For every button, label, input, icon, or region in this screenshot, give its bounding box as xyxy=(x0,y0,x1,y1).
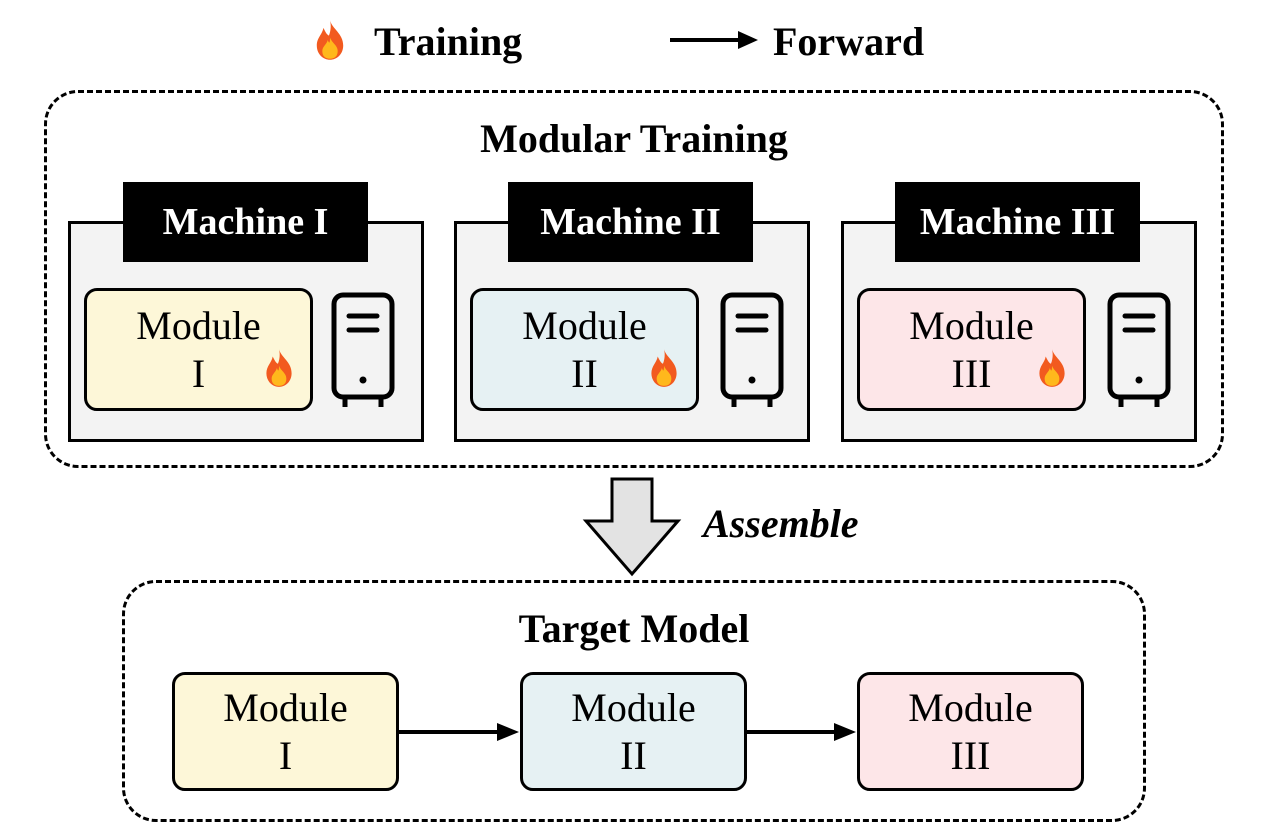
module-label: Module xyxy=(223,684,348,730)
machine-2-label: Machine II xyxy=(508,182,753,262)
target-module-3: Module III xyxy=(857,672,1084,791)
target-model-group: Target Model xyxy=(122,580,1146,822)
machine-3-label: Machine III xyxy=(895,182,1140,262)
machine-3-module: Module III xyxy=(857,288,1086,411)
legend-training-label: Training xyxy=(374,19,523,64)
machine-2-module: Module II xyxy=(470,288,699,411)
module-number: II xyxy=(571,350,598,396)
legend-forward-label: Forward xyxy=(773,19,925,64)
flame-icon xyxy=(266,349,292,387)
module-label: Module xyxy=(908,684,1033,730)
forward-arrow-2 xyxy=(747,723,856,741)
flame-icon xyxy=(651,349,677,387)
module-number: I xyxy=(191,350,206,396)
server-icon xyxy=(720,292,784,407)
machine-1-module: Module I xyxy=(84,288,313,411)
module-label: Module xyxy=(522,302,647,348)
module-number: II xyxy=(620,732,647,778)
arrow-right-icon xyxy=(670,31,758,49)
target-model-title: Target Model xyxy=(518,606,750,651)
machine-1-label: Machine I xyxy=(123,182,368,262)
server-icon xyxy=(331,292,395,407)
module-number: III xyxy=(951,350,992,396)
module-number: I xyxy=(278,732,293,778)
server-icon xyxy=(1107,292,1171,407)
flame-icon xyxy=(1039,349,1065,387)
module-label: Module xyxy=(909,302,1034,348)
assemble-label: Assemble xyxy=(703,501,859,546)
module-label: Module xyxy=(571,684,696,730)
forward-arrow-1 xyxy=(399,723,519,741)
target-module-1: Module I xyxy=(172,672,399,791)
assemble-arrow-icon xyxy=(582,477,682,577)
modular-training-group: Modular Training xyxy=(44,90,1224,468)
module-label: Module xyxy=(136,302,261,348)
flame-icon xyxy=(316,20,344,60)
modular-training-title: Modular Training xyxy=(480,116,788,161)
legend: Training Forward xyxy=(0,0,1264,80)
target-module-2: Module II xyxy=(520,672,747,791)
module-number: III xyxy=(950,732,991,778)
